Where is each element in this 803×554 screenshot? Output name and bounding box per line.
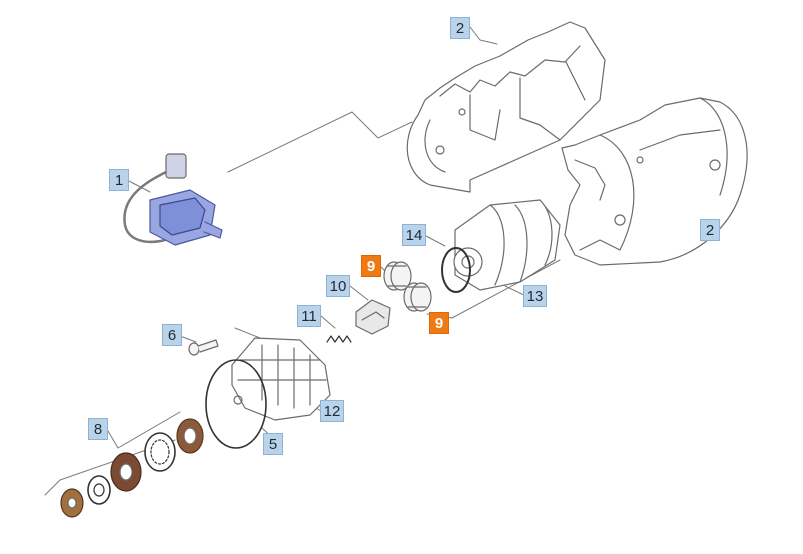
callout-13[interactable]: 13	[523, 285, 547, 307]
gear-9-lower[interactable]	[403, 282, 432, 312]
callout-8[interactable]: 8	[88, 418, 108, 440]
callout-14[interactable]: 14	[402, 224, 426, 246]
gear-9-upper[interactable]	[383, 261, 412, 291]
callout-6[interactable]: 6	[162, 324, 182, 346]
pressure-switch-assembly[interactable]	[123, 153, 223, 246]
callout-9-upper[interactable]: 9	[361, 255, 381, 277]
upper-housing-shell[interactable]	[406, 21, 606, 193]
callout-12[interactable]: 12	[320, 400, 344, 422]
callout-2-top[interactable]: 2	[450, 17, 470, 39]
motor-assembly[interactable]	[453, 199, 561, 291]
callout-2-bottom[interactable]: 2	[700, 219, 720, 241]
bearing-set-8[interactable]	[60, 418, 204, 518]
carrier-10[interactable]	[355, 299, 391, 335]
callout-11[interactable]: 11	[297, 305, 321, 327]
pump-head-12[interactable]	[231, 337, 331, 421]
screw-6[interactable]	[188, 339, 219, 356]
spring-11[interactable]	[326, 335, 352, 343]
o-ring-14[interactable]	[441, 247, 471, 293]
flange-seal-5[interactable]	[205, 359, 267, 449]
callout-1[interactable]: 1	[109, 169, 129, 191]
callout-10[interactable]: 10	[326, 275, 350, 297]
callout-9-lower[interactable]: 9	[429, 312, 449, 334]
callout-5[interactable]: 5	[263, 433, 283, 455]
